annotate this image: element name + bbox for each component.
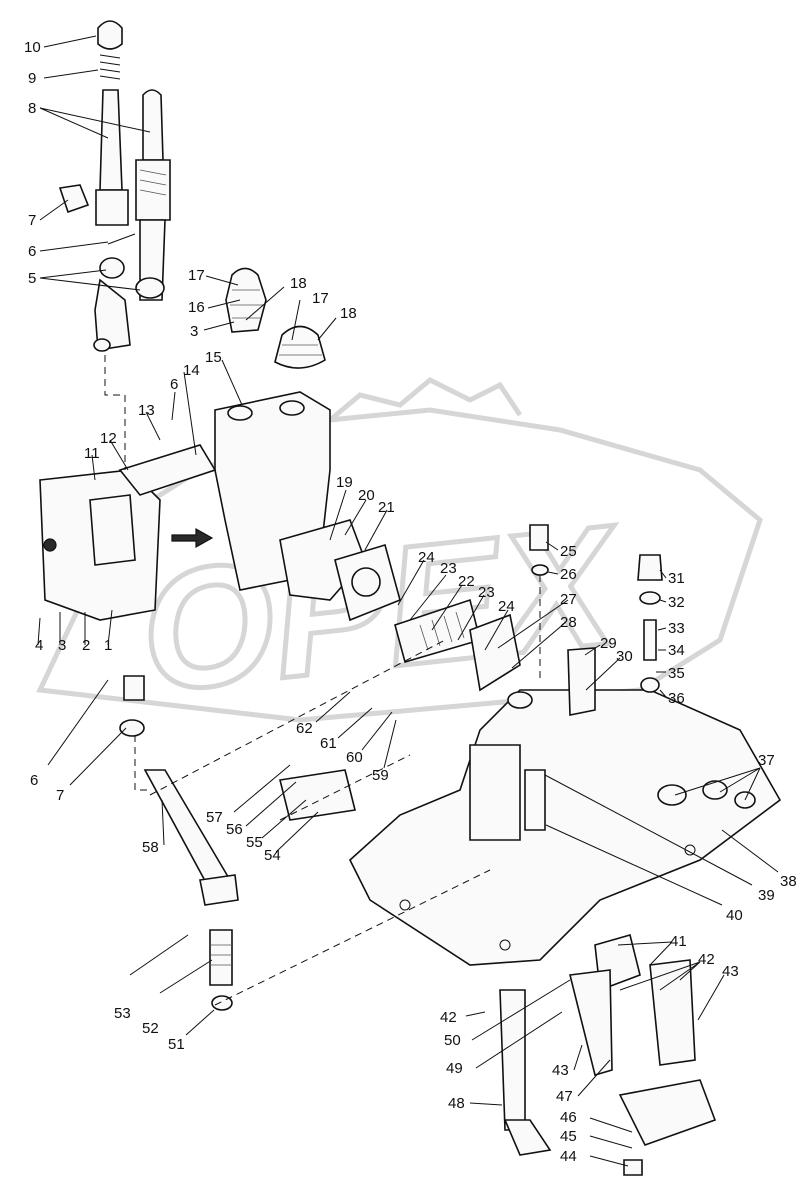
callout-42: 42: [440, 1009, 457, 1026]
callout-37: 37: [758, 752, 775, 769]
callout-18: 18: [340, 305, 357, 322]
leader-lines: [37, 35, 779, 1167]
spring-shaft: [394, 598, 521, 692]
callout-43: 43: [722, 963, 739, 980]
callout-38: 38: [780, 873, 797, 890]
callout-34: 34: [668, 642, 685, 659]
callout-7: 7: [56, 787, 64, 804]
callout-23: 23: [440, 560, 457, 577]
upper-lever-assembly: [58, 20, 171, 352]
dashed-guides: [104, 355, 541, 1006]
callout-7: 7: [28, 212, 36, 229]
callout-6: 6: [30, 772, 38, 789]
callout-11: 11: [84, 445, 100, 462]
callout-43: 43: [552, 1062, 569, 1079]
callout-62: 62: [296, 720, 313, 737]
shift-rod: [119, 675, 239, 1011]
callout-48: 48: [448, 1095, 465, 1112]
callout-51: 51: [168, 1036, 185, 1053]
callout-24: 24: [418, 549, 435, 566]
callout-10: 10: [24, 39, 41, 56]
callout-17: 17: [188, 267, 205, 284]
callout-55: 55: [246, 834, 263, 851]
direction-arrow: [171, 527, 214, 549]
callout-42: 42: [698, 951, 715, 968]
callout-2: 2: [82, 637, 90, 654]
callout-19: 19: [336, 474, 353, 491]
callout-8: 8: [28, 100, 36, 117]
bolt-stack: [529, 524, 663, 716]
shift-forks: [499, 934, 717, 1176]
rubber-boots: [225, 267, 326, 369]
callout-9: 9: [28, 70, 36, 87]
callout-56: 56: [226, 821, 243, 838]
callout-50: 50: [444, 1032, 461, 1049]
callout-25: 25: [560, 543, 577, 560]
callout-27: 27: [560, 591, 577, 608]
callout-22: 22: [458, 573, 475, 590]
callout-54: 54: [264, 847, 281, 864]
cover-plate: [39, 444, 217, 621]
callout-3: 3: [190, 323, 198, 340]
callout-31: 31: [668, 570, 685, 587]
callout-1: 1: [104, 637, 112, 654]
callout-3: 3: [58, 637, 66, 654]
callout-24: 24: [498, 598, 515, 615]
small-plate: [279, 769, 356, 821]
callout-29: 29: [600, 635, 617, 652]
callout-35: 35: [668, 665, 685, 682]
callout-23: 23: [478, 584, 495, 601]
callout-12: 12: [100, 430, 117, 447]
callout-30: 30: [616, 648, 633, 665]
callout-49: 49: [446, 1060, 463, 1077]
callout-18: 18: [290, 275, 307, 292]
callout-41: 41: [670, 933, 687, 950]
callout-47: 47: [556, 1088, 573, 1105]
callout-5: 5: [28, 270, 36, 287]
callout-20: 20: [358, 487, 375, 504]
callout-53: 53: [114, 1005, 131, 1022]
callout-16: 16: [188, 299, 205, 316]
shift-housing: [214, 391, 401, 622]
callout-32: 32: [668, 594, 685, 611]
callout-26: 26: [560, 566, 577, 583]
callout-36: 36: [668, 690, 685, 707]
callout-17: 17: [312, 290, 329, 307]
callout-6: 6: [28, 243, 36, 260]
callout-60: 60: [346, 749, 363, 766]
callout-labels: 1233456667789101112131415161717181819202…: [24, 39, 797, 1165]
callout-59: 59: [372, 767, 389, 784]
callout-15: 15: [205, 349, 222, 366]
callout-46: 46: [560, 1109, 577, 1126]
callout-13: 13: [138, 402, 155, 419]
callout-52: 52: [142, 1020, 159, 1037]
callout-40: 40: [726, 907, 743, 924]
callout-58: 58: [142, 839, 159, 856]
callout-57: 57: [206, 809, 223, 826]
callout-44: 44: [560, 1148, 577, 1165]
callout-45: 45: [560, 1128, 577, 1145]
callout-39: 39: [758, 887, 775, 904]
callout-33: 33: [668, 620, 685, 637]
callout-4: 4: [35, 637, 43, 654]
callout-28: 28: [560, 614, 577, 631]
gearbox-cover: [349, 689, 782, 966]
callout-6: 6: [170, 376, 178, 393]
callout-61: 61: [320, 735, 337, 752]
callout-14: 14: [183, 362, 200, 379]
callout-21: 21: [378, 499, 395, 516]
